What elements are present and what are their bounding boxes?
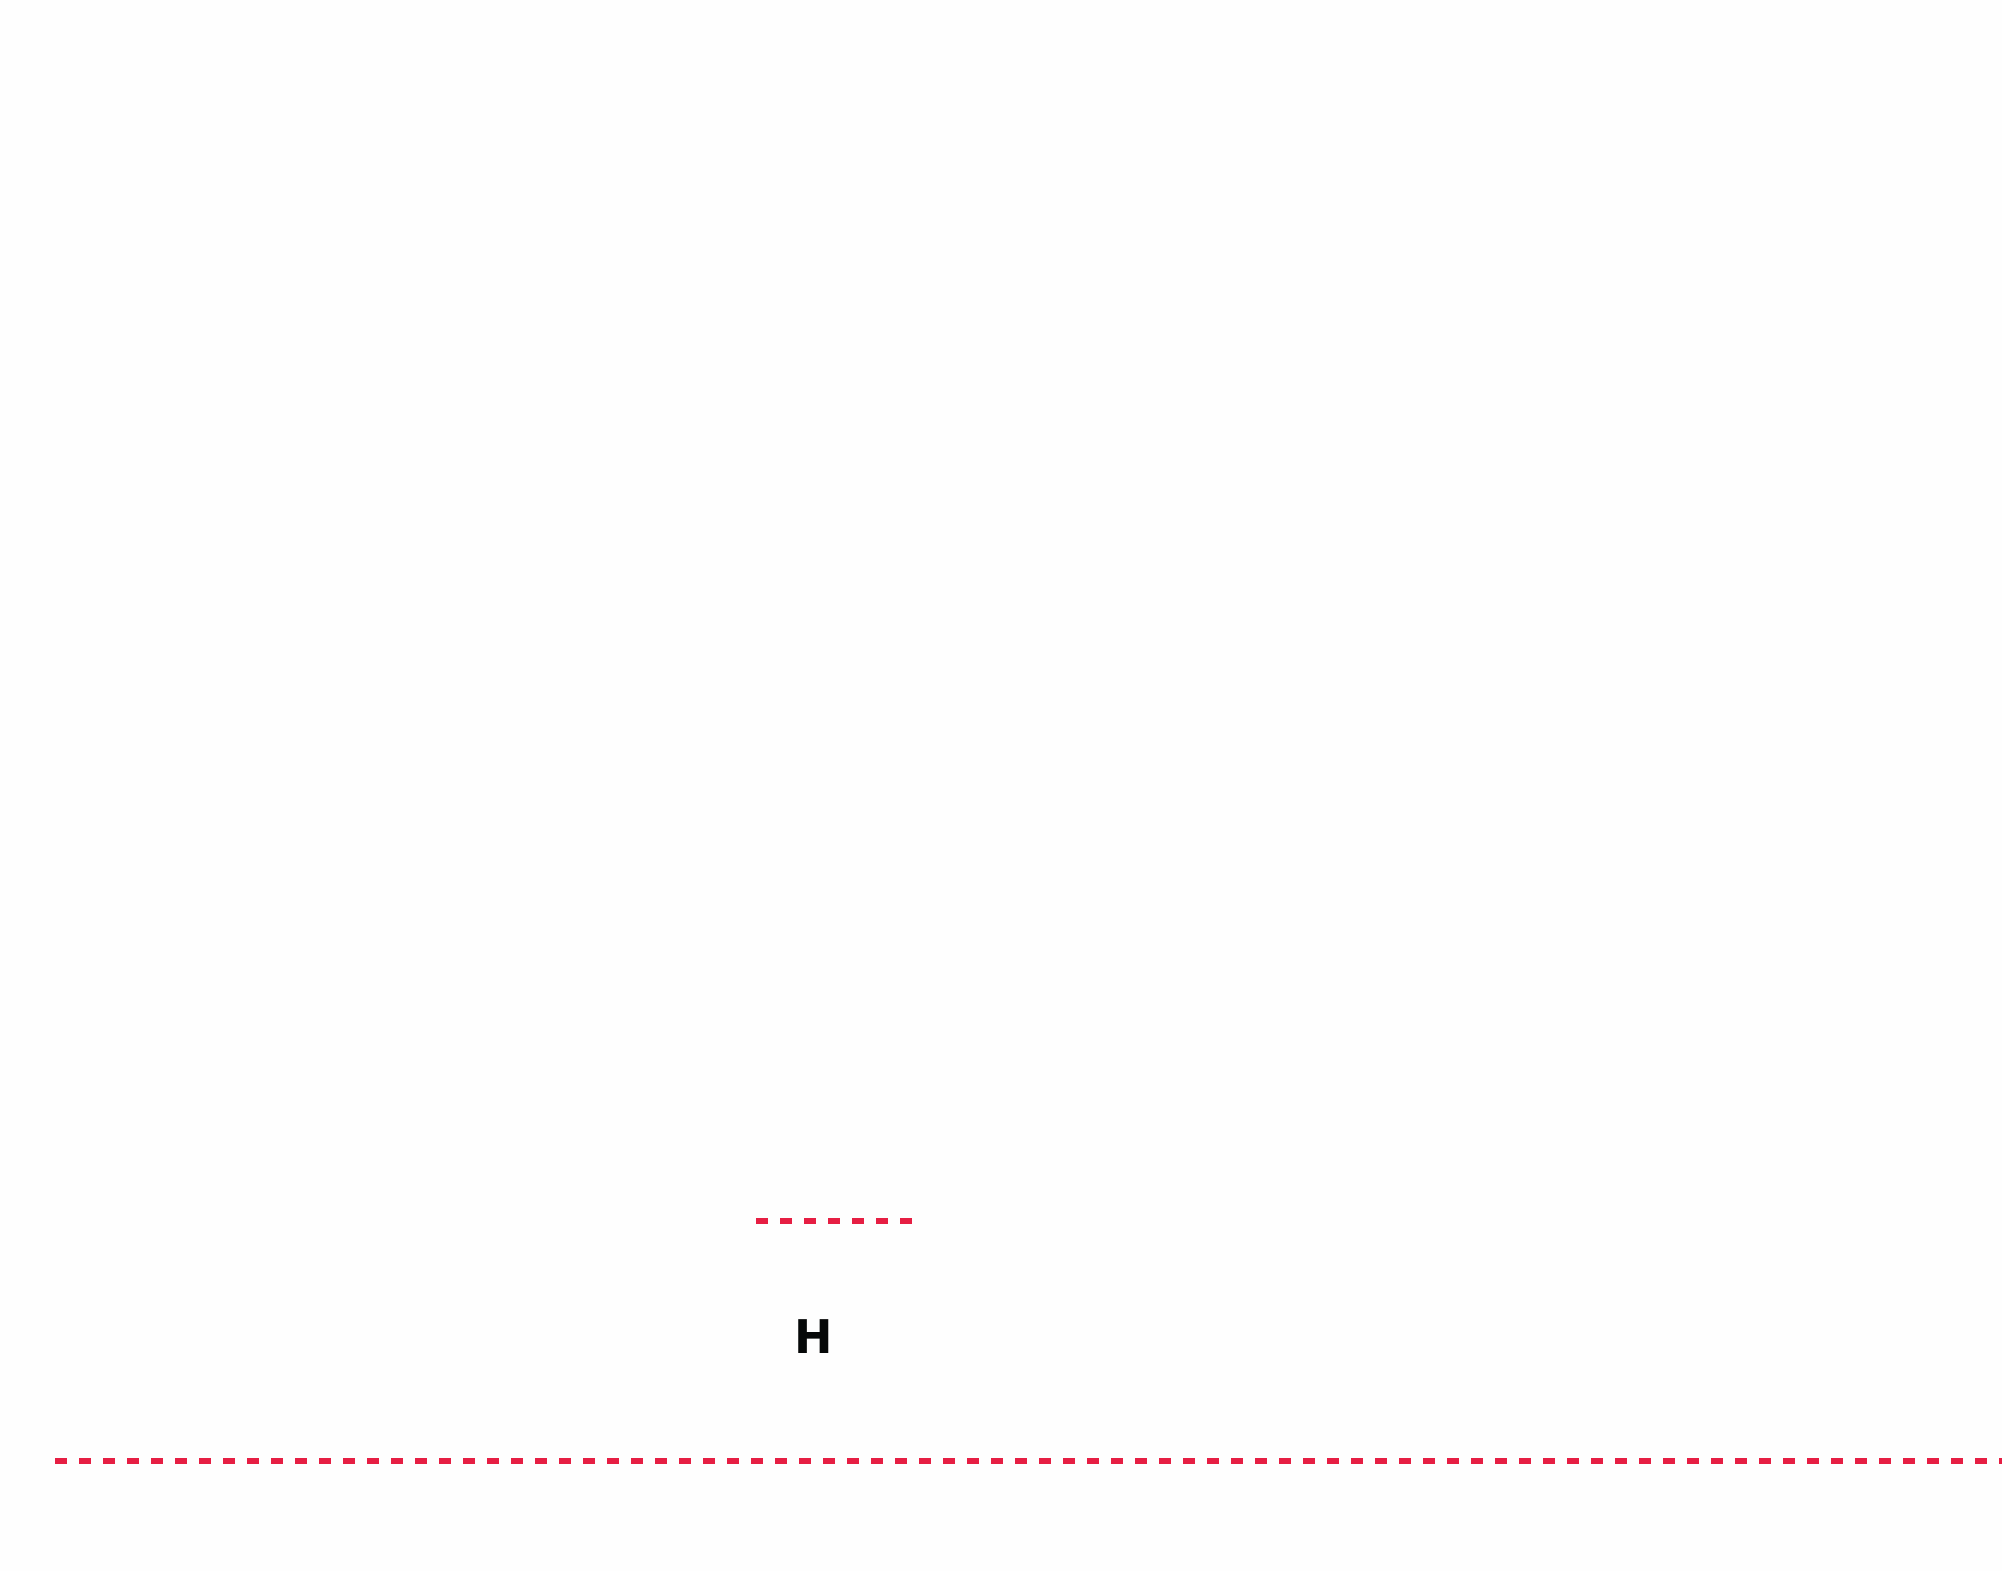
label-h: H: [794, 1310, 833, 1364]
long-dashed-line: [55, 1458, 2002, 1464]
short-dashed-line: [756, 1218, 916, 1224]
